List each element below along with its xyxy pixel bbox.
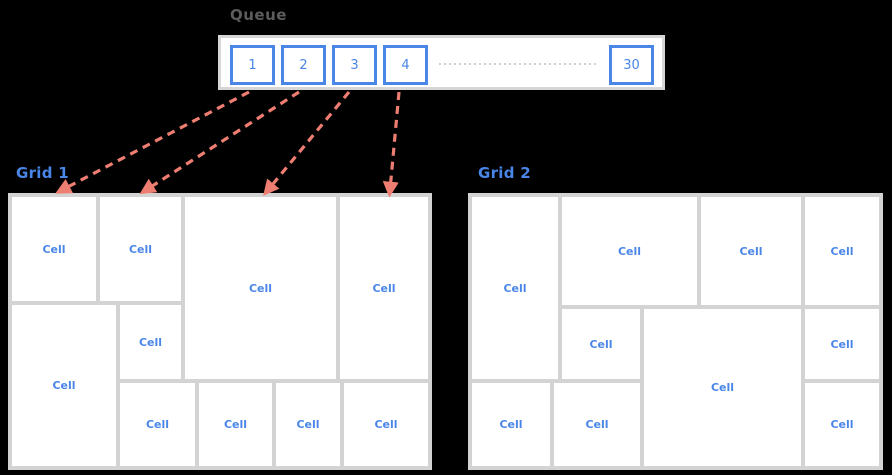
grid-cell[interactable]: Cell bbox=[805, 309, 879, 379]
grid-cell-label: Cell bbox=[830, 337, 854, 351]
queue-item-label: 2 bbox=[299, 57, 308, 73]
grid-cell-label: Cell bbox=[223, 418, 248, 431]
grid-cell-label: Cell bbox=[372, 281, 396, 295]
grid-cell-label: Cell bbox=[42, 242, 66, 256]
queue-item-1[interactable]: 1 bbox=[230, 45, 275, 85]
arrow-queue1-to-grid1 bbox=[55, 90, 250, 194]
arrow-queue3-to-grid1 bbox=[263, 90, 351, 196]
grid-cell-label: Cell bbox=[830, 418, 854, 431]
grid-cell-label: Cell bbox=[138, 335, 163, 349]
grid-cell-label: Cell bbox=[585, 418, 609, 431]
grid-cell[interactable]: Cell bbox=[100, 197, 181, 301]
grid-cell[interactable]: Cell bbox=[644, 309, 801, 466]
grid-cell[interactable]: Cell bbox=[276, 383, 340, 466]
grid-cell-label: Cell bbox=[503, 281, 527, 295]
queue-item-3[interactable]: 3 bbox=[332, 45, 377, 85]
queue-item-label: 30 bbox=[623, 57, 640, 73]
grid-cell-label: Cell bbox=[374, 418, 398, 431]
dotted-line-icon bbox=[439, 63, 599, 65]
grid-cell-label: Cell bbox=[830, 244, 854, 258]
grid-cell-label: Cell bbox=[296, 418, 320, 431]
grid-cell[interactable]: Cell bbox=[185, 197, 336, 379]
queue-item-2[interactable]: 2 bbox=[281, 45, 326, 85]
grid-cell-label: Cell bbox=[739, 244, 763, 258]
grid-cell-label: Cell bbox=[128, 242, 153, 256]
queue-title: Queue bbox=[230, 6, 287, 24]
queue-item-label: 4 bbox=[401, 57, 410, 73]
grid-2-label: Grid 2 bbox=[478, 164, 532, 182]
grid-cell[interactable]: Cell bbox=[12, 305, 116, 466]
queue-item-30[interactable]: 30 bbox=[609, 45, 654, 85]
grid-cell-label: Cell bbox=[710, 381, 735, 394]
queue-item-label: 1 bbox=[248, 57, 257, 73]
grid-cell-label: Cell bbox=[617, 244, 642, 258]
grid-cell-label: Cell bbox=[145, 418, 170, 431]
grid-cell[interactable]: Cell bbox=[199, 383, 272, 466]
grid-cell[interactable]: Cell bbox=[805, 197, 879, 305]
grid-cell[interactable]: Cell bbox=[120, 383, 195, 466]
grid-cell[interactable]: Cell bbox=[562, 309, 640, 379]
arrow-queue2-to-grid1 bbox=[139, 90, 300, 195]
grid-cell-label: Cell bbox=[499, 418, 523, 431]
grid-cell[interactable]: Cell bbox=[340, 197, 428, 379]
queue-container: 1 2 3 4 30 bbox=[218, 35, 665, 90]
grid-cell-label: Cell bbox=[52, 379, 76, 392]
grid-cell-label: Cell bbox=[589, 337, 613, 351]
grid-1-label: Grid 1 bbox=[16, 164, 70, 182]
grid-cell[interactable]: Cell bbox=[554, 383, 640, 466]
grid-cell[interactable]: Cell bbox=[562, 197, 697, 305]
grid-cell[interactable]: Cell bbox=[805, 383, 879, 466]
grid-cell[interactable]: Cell bbox=[12, 197, 96, 301]
grid-cell[interactable]: Cell bbox=[701, 197, 801, 305]
grid-cell[interactable]: Cell bbox=[344, 383, 428, 466]
queue-item-4[interactable]: 4 bbox=[383, 45, 428, 85]
grid-cell[interactable]: Cell bbox=[120, 305, 181, 379]
grid-cell[interactable]: Cell bbox=[472, 383, 550, 466]
arrow-queue4-to-grid1 bbox=[382, 91, 401, 198]
grid-cell-label: Cell bbox=[248, 281, 273, 295]
queue-item-label: 3 bbox=[350, 57, 359, 73]
grid-cell[interactable]: Cell bbox=[472, 197, 558, 379]
